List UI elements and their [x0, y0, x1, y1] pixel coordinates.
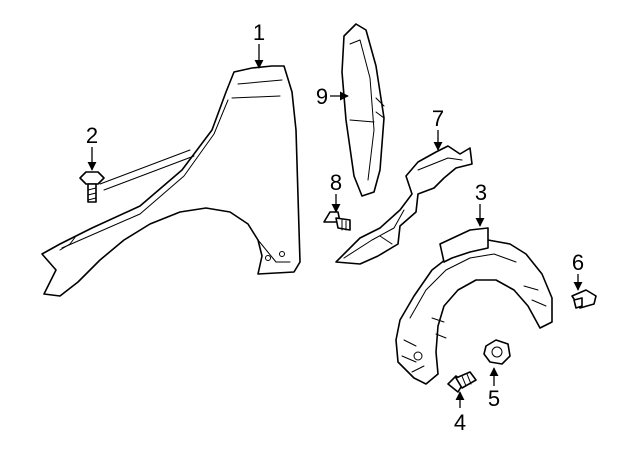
callout-leaders: [87, 44, 583, 408]
callout-6: 6: [572, 250, 584, 275]
plug-part-6: [571, 289, 597, 309]
clip-part-8: [323, 211, 351, 231]
bolt-part-2: [79, 171, 105, 203]
callout-7: 7: [432, 106, 444, 131]
callout-5: 5: [488, 386, 500, 411]
callout-4: 4: [454, 410, 466, 435]
callout-9: 9: [316, 84, 328, 109]
callout-1: 1: [253, 20, 265, 45]
callout-2: 2: [86, 123, 98, 148]
callout-3: 3: [475, 180, 487, 205]
seal-part-9: [341, 23, 385, 197]
bracket-part-7: [335, 145, 473, 265]
callout-8: 8: [330, 170, 342, 195]
fender-liner-part-3: [395, 227, 553, 385]
nut-part-5: [483, 339, 511, 365]
fender-part-1: [41, 65, 301, 297]
screw-part-4: [447, 371, 477, 393]
